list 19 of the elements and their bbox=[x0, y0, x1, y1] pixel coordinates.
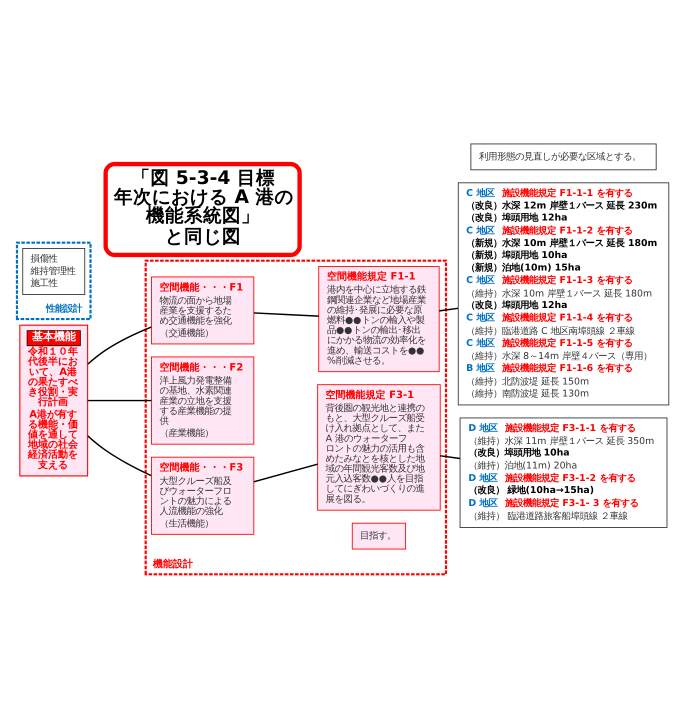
node-box: 空間機能規定 F3-1 背後圏の観光地と連携のもと、大型クルーズ船受け入れ拠点として、また A 港のウォーターフロントの魅力の活用も含めたみなとを核とした地域の年間観光客数及び地元入込客数●●人を目指してにぎわいづくりの進展を図る。 bbox=[317, 384, 441, 511]
node-box: D 地区 施設機能規定 F3-1-1 を有する （維持）水深 11m 岸壁１バース 延長 350m （改良）埠頭用地 10ha （維持）泊地(11m) 20ha D 地区 施設機能規定 F3-1-2 を有する （改良） 緑地(10ha→15ha) D 地区 施設機能規定 F3-1- 3 を有する （維持） 臨港道路旅客船埠頭線 ２車線 bbox=[460, 417, 668, 528]
node-box: 空間機能規定 F1-1 港内を中心に立地する鉄鋼関連企業など地場産業の維持･発展に必要な原燃料●●トンの輸入や製品●●トンの輸出･移出にかかる物流の効率化を進め、輸送コストを●●%削減させる。 bbox=[318, 266, 440, 372]
node-box: 「図 5-3-4 目標年次における A 港の機能系統図」 と同じ図 bbox=[104, 162, 302, 258]
connector bbox=[254, 464, 318, 482]
node-box: 空間機能・・・F2 洋上風力発電整備の基地、水素関連産業の立地を支援する産業機能の提供 （産業機能） bbox=[151, 356, 254, 445]
connector bbox=[440, 455, 460, 460]
connector bbox=[87, 326, 152, 365]
connector bbox=[254, 312, 319, 317]
node-box: 空間機能・・・F3 大型クルーズ船及びウォーターフロントの魅力による人流機能の強化 （生活機能） bbox=[151, 456, 254, 535]
node-box: 損傷性 維持管理性 施工性 bbox=[22, 248, 86, 296]
connector bbox=[87, 435, 152, 476]
node-box: C 地区 施設機能規定 F1-1-1 を有する （改良）水深 12m 岸壁１バース 延長 230m （改良）埠頭用地 12ha C 地区 施設機能規定 F1-1-2 を有する （新規）水深 10m 岸壁１バース 延長 180m （新規）埠頭用地 10ha （新規）泊地(10m) 15ha C 地区 施設機能規定 F1-1-3 を有する （維持）水深 10m 岸壁１バース 延長 180m （改良）埠頭用地 12ha C 地区 施設機能規定 F1-1-4 を有する （維持）臨港道路 C 地区南埠頭線 ２車線 C 地区 施設機能規定 F1-1-5 を有する （維持）水深 8～14m 岸壁４バース（専用） B 地区 施設機能規定 F1-1-6 を有する （維持）北防波堤 延長 150m （維持）南防波堤 延長 130m bbox=[458, 182, 670, 406]
node-box: 空間機能・・・F1 物流の面から地場産業を支援するため交通機能を強化 （交通機能） bbox=[151, 276, 254, 344]
connector bbox=[88, 400, 152, 402]
node-box: 目指す。 bbox=[352, 522, 406, 550]
node-box: 基本機能 令和１０年代後半において、A港の果たすべき役割・実行計画 A港が有する機能・価値を通して地域の社会経済活動を支える bbox=[19, 324, 88, 476]
node-box: 利用形態の見直しが必要な区域とする。 bbox=[470, 143, 657, 170]
connector bbox=[439, 308, 458, 312]
